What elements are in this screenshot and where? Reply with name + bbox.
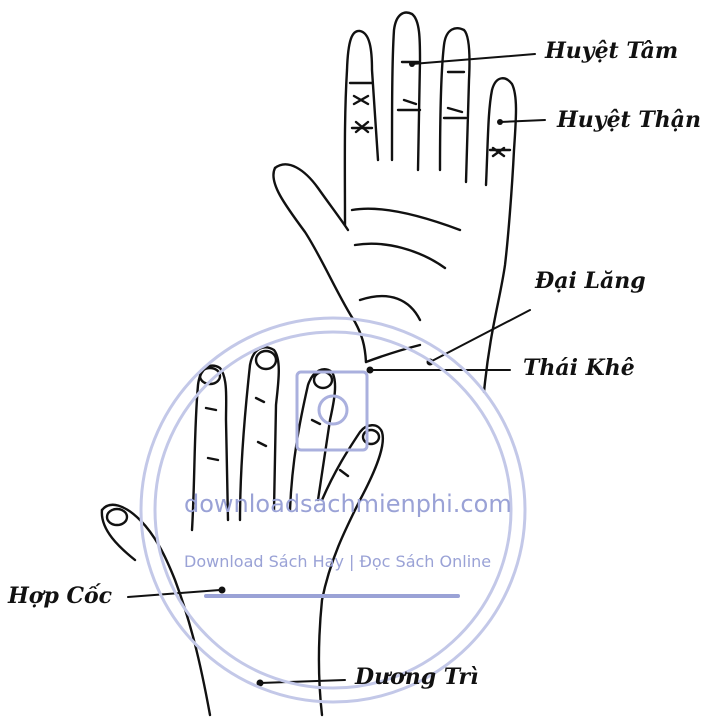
- watermark-tagline: Download Sách Hay | Đọc Sách Online: [184, 552, 491, 571]
- label-duong-tri: Dương Trì: [355, 664, 479, 690]
- leader-huyet-than: [500, 120, 545, 122]
- label-hop-coc: Hợp Cốc: [8, 583, 112, 609]
- lower-hand: [102, 347, 383, 715]
- leader-lines: [128, 54, 545, 683]
- label-thai-khe: Thái Khê: [523, 355, 635, 381]
- leader-duong-tri: [260, 680, 345, 683]
- acupoint-markers: [219, 61, 504, 687]
- label-dai-lang: Đại Lăng: [535, 268, 646, 294]
- label-huyet-tam: Huyệt Tâm: [545, 38, 678, 64]
- point-huyet-tam: [409, 61, 415, 67]
- point-huyet-than: [497, 119, 503, 125]
- leader-huyet-tam: [412, 54, 535, 64]
- watermark-domain: downloadsachmienphi.com: [184, 490, 512, 518]
- point-hop-coc: [219, 587, 226, 594]
- point-thai-khe: [367, 367, 374, 374]
- label-huyet-than: Huyệt Thận: [557, 107, 701, 133]
